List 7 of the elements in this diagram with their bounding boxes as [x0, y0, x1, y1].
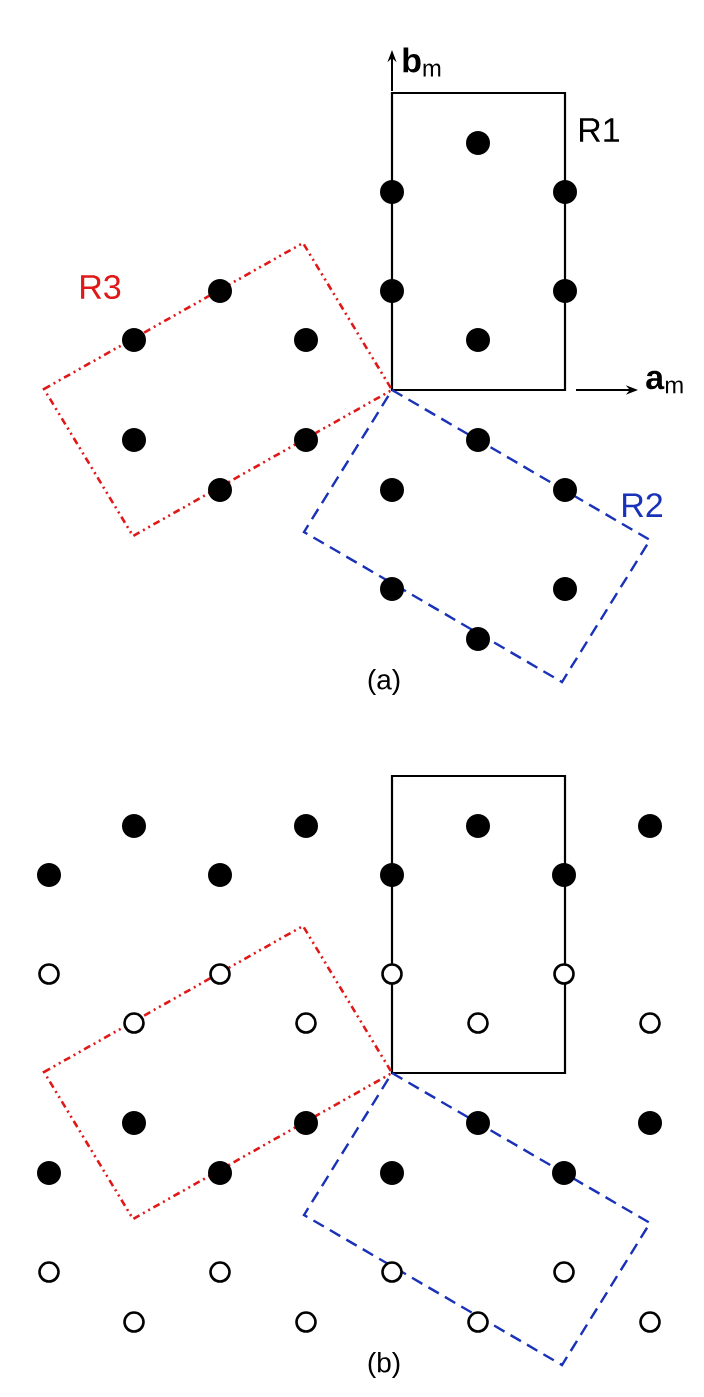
axis-label: a$_{m}$ [646, 370, 683, 394]
cell-label: R3 [81, 274, 121, 300]
cell-label: R2 [623, 493, 663, 517]
cell-label: R1 [580, 118, 619, 142]
panel-label: (a) [368, 669, 400, 696]
axis-label: b$_{m}$ [403, 47, 441, 77]
panel-label: (b) [368, 1352, 400, 1379]
